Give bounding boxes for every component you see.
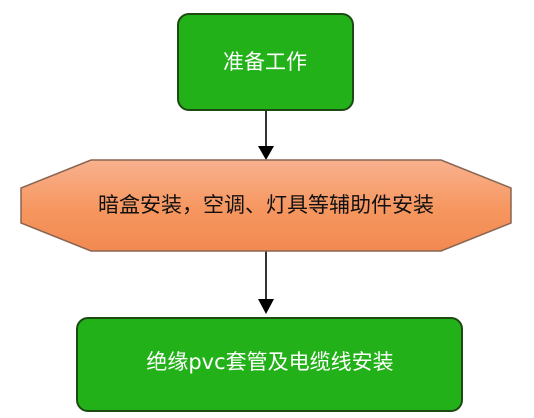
node-label: 准备工作: [223, 50, 307, 74]
node-box: [177, 13, 354, 111]
node-box: [76, 317, 463, 412]
node-box: [20, 159, 512, 252]
node-prep: 准备工作: [177, 13, 354, 111]
arrow-head: [258, 146, 274, 160]
edge-install-to-pvc: [258, 251, 274, 314]
node-label: 绝缘pvc套管及电缆线安装: [146, 350, 393, 374]
node-label: 暗盒安装，空调、灯具等辅助件安装: [98, 193, 434, 217]
node-pvc: 绝缘pvc套管及电缆线安装: [76, 317, 463, 412]
node-install-boxes: 暗盒安装，空调、灯具等辅助件安装: [20, 159, 512, 252]
edge-prep-to-install: [258, 110, 274, 160]
arrow-head: [258, 299, 274, 314]
